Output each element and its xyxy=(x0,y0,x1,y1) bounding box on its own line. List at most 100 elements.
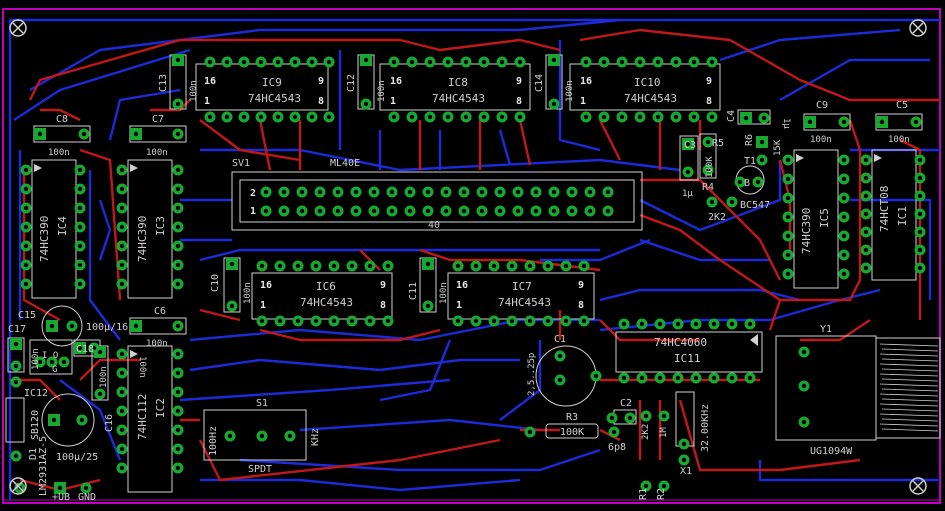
c3-value: 1μ xyxy=(682,189,693,199)
ic2-left-4-hole xyxy=(119,427,125,433)
ic9-bot-7-hole xyxy=(326,114,332,120)
c15-a-hole xyxy=(49,323,55,329)
r3-value: 100K xyxy=(560,427,584,438)
ic5-right-3-hole xyxy=(841,214,847,220)
sv1-row1-4-hole xyxy=(335,208,341,214)
ic4-left-5-hole xyxy=(23,262,29,268)
c14-b-hole xyxy=(551,101,557,107)
bottom-trace xyxy=(599,288,801,302)
ic7-bot-4-hole xyxy=(527,318,533,324)
c19-value: 100μ/25 xyxy=(56,452,98,463)
ic4-right-0-hole xyxy=(77,167,83,173)
y1-a-hole xyxy=(801,349,807,355)
ic6-top-2-hole xyxy=(295,263,301,269)
c7-ref: C7 xyxy=(152,114,164,125)
t1-part: BC547 xyxy=(740,200,770,211)
r2-ref: R2 xyxy=(656,488,667,500)
r3-a-hole xyxy=(527,429,533,435)
ic6-pin1: 1 xyxy=(260,300,266,311)
c2-ref: C2 xyxy=(620,398,632,409)
ic1-pin1-marker xyxy=(874,154,882,162)
top-trace xyxy=(399,38,561,52)
r2-value: 1M xyxy=(659,427,669,438)
ic9-pin1: 1 xyxy=(204,96,210,107)
ic11-pin1-marker xyxy=(750,334,758,346)
c12-value: 100n xyxy=(377,80,387,102)
bottom-trace xyxy=(558,40,601,152)
c18-b-hole xyxy=(91,345,97,351)
c17-b-hole xyxy=(13,363,19,369)
c6-a-hole xyxy=(133,323,139,329)
ic4-right-5-hole xyxy=(77,262,83,268)
sv1-row1-16-hole xyxy=(551,208,557,214)
ic9-pin16: 16 xyxy=(204,76,216,87)
ub-pad-hole xyxy=(57,485,63,491)
c13-ref: C13 xyxy=(158,74,169,92)
d1-b-hole xyxy=(13,453,19,459)
bottom-trace xyxy=(719,28,901,62)
c5-value: 100n xyxy=(888,135,910,145)
bottom-trace xyxy=(639,238,770,262)
ic10-top-5-hole xyxy=(673,59,679,65)
sv1-row1-12-hole xyxy=(479,208,485,214)
c14-a-hole xyxy=(551,57,557,63)
ic8-bot-4-hole xyxy=(463,114,469,120)
ic5-right-6-hole xyxy=(841,271,847,277)
y1-can-hatch xyxy=(881,358,939,362)
ic5-left-2-hole xyxy=(785,195,791,201)
ic6-bot-4-hole xyxy=(331,318,337,324)
ic6-top-4-hole xyxy=(331,263,337,269)
y1-can-hatch xyxy=(881,378,939,382)
ic7-pin9: 9 xyxy=(578,280,584,291)
ic2-right-3-hole xyxy=(175,408,181,414)
sv1-row2-8-hole xyxy=(407,189,413,195)
ic9-top-3-hole xyxy=(258,59,264,65)
d1-part: SB120 xyxy=(30,410,41,440)
r6-ref: R6 xyxy=(744,134,755,146)
ic11-ref: IC11 xyxy=(674,352,701,365)
ic6-pin16: 16 xyxy=(260,280,272,291)
c12-a-hole xyxy=(363,57,369,63)
ic5-right-4-hole xyxy=(841,233,847,239)
c17-value: 100n xyxy=(31,348,41,370)
c6-ref: C6 xyxy=(154,306,166,317)
sv1-pin-count: 40 xyxy=(428,220,440,231)
bottom-trace xyxy=(199,248,600,262)
ic8-top-1-hole xyxy=(409,59,415,65)
bottom-trace xyxy=(299,418,541,432)
ic8-top-4-hole xyxy=(463,59,469,65)
c2-b-hole xyxy=(627,415,633,421)
ic7-top-5-hole xyxy=(545,263,551,269)
ic6-bot-5-hole xyxy=(349,318,355,324)
sv1-row2-13-hole xyxy=(497,189,503,195)
r5-a-hole xyxy=(705,139,711,145)
mounting-hole-cross xyxy=(912,22,924,34)
c13-b-hole xyxy=(175,101,181,107)
ic9-pin9: 9 xyxy=(318,76,324,87)
s1-a-hole xyxy=(227,433,233,439)
ic4-ref: IC4 xyxy=(56,216,69,236)
bottom-trace xyxy=(639,160,782,232)
c5-b-hole xyxy=(913,119,919,125)
ic5-left-1-hole xyxy=(785,176,791,182)
y1-can-hatch xyxy=(879,343,939,347)
ic5-left-5-hole xyxy=(785,252,791,258)
ic9-top-1-hole xyxy=(224,59,230,65)
ic6-pin9: 9 xyxy=(380,280,386,291)
ic6-top-0-hole xyxy=(259,263,265,269)
ic6-bot-6-hole xyxy=(367,318,373,324)
ic11-bot-1-hole xyxy=(639,375,645,381)
ic3-right-5-hole xyxy=(175,262,181,268)
ic12-in-hole xyxy=(37,359,43,365)
y1-can-hatch xyxy=(879,353,939,357)
ic10-bot-3-hole xyxy=(637,114,643,120)
ic8-ref: IC8 xyxy=(448,76,468,89)
ic1-left-1-hole xyxy=(863,175,869,181)
ic9-top-0-hole xyxy=(207,59,213,65)
bottom-trace xyxy=(499,340,542,421)
top-trace xyxy=(518,119,532,166)
c14-value: 100n xyxy=(565,80,575,102)
d1-a-hole xyxy=(13,379,19,385)
ic11-top-1-hole xyxy=(639,321,645,327)
ic5-left-4-hole xyxy=(785,233,791,239)
